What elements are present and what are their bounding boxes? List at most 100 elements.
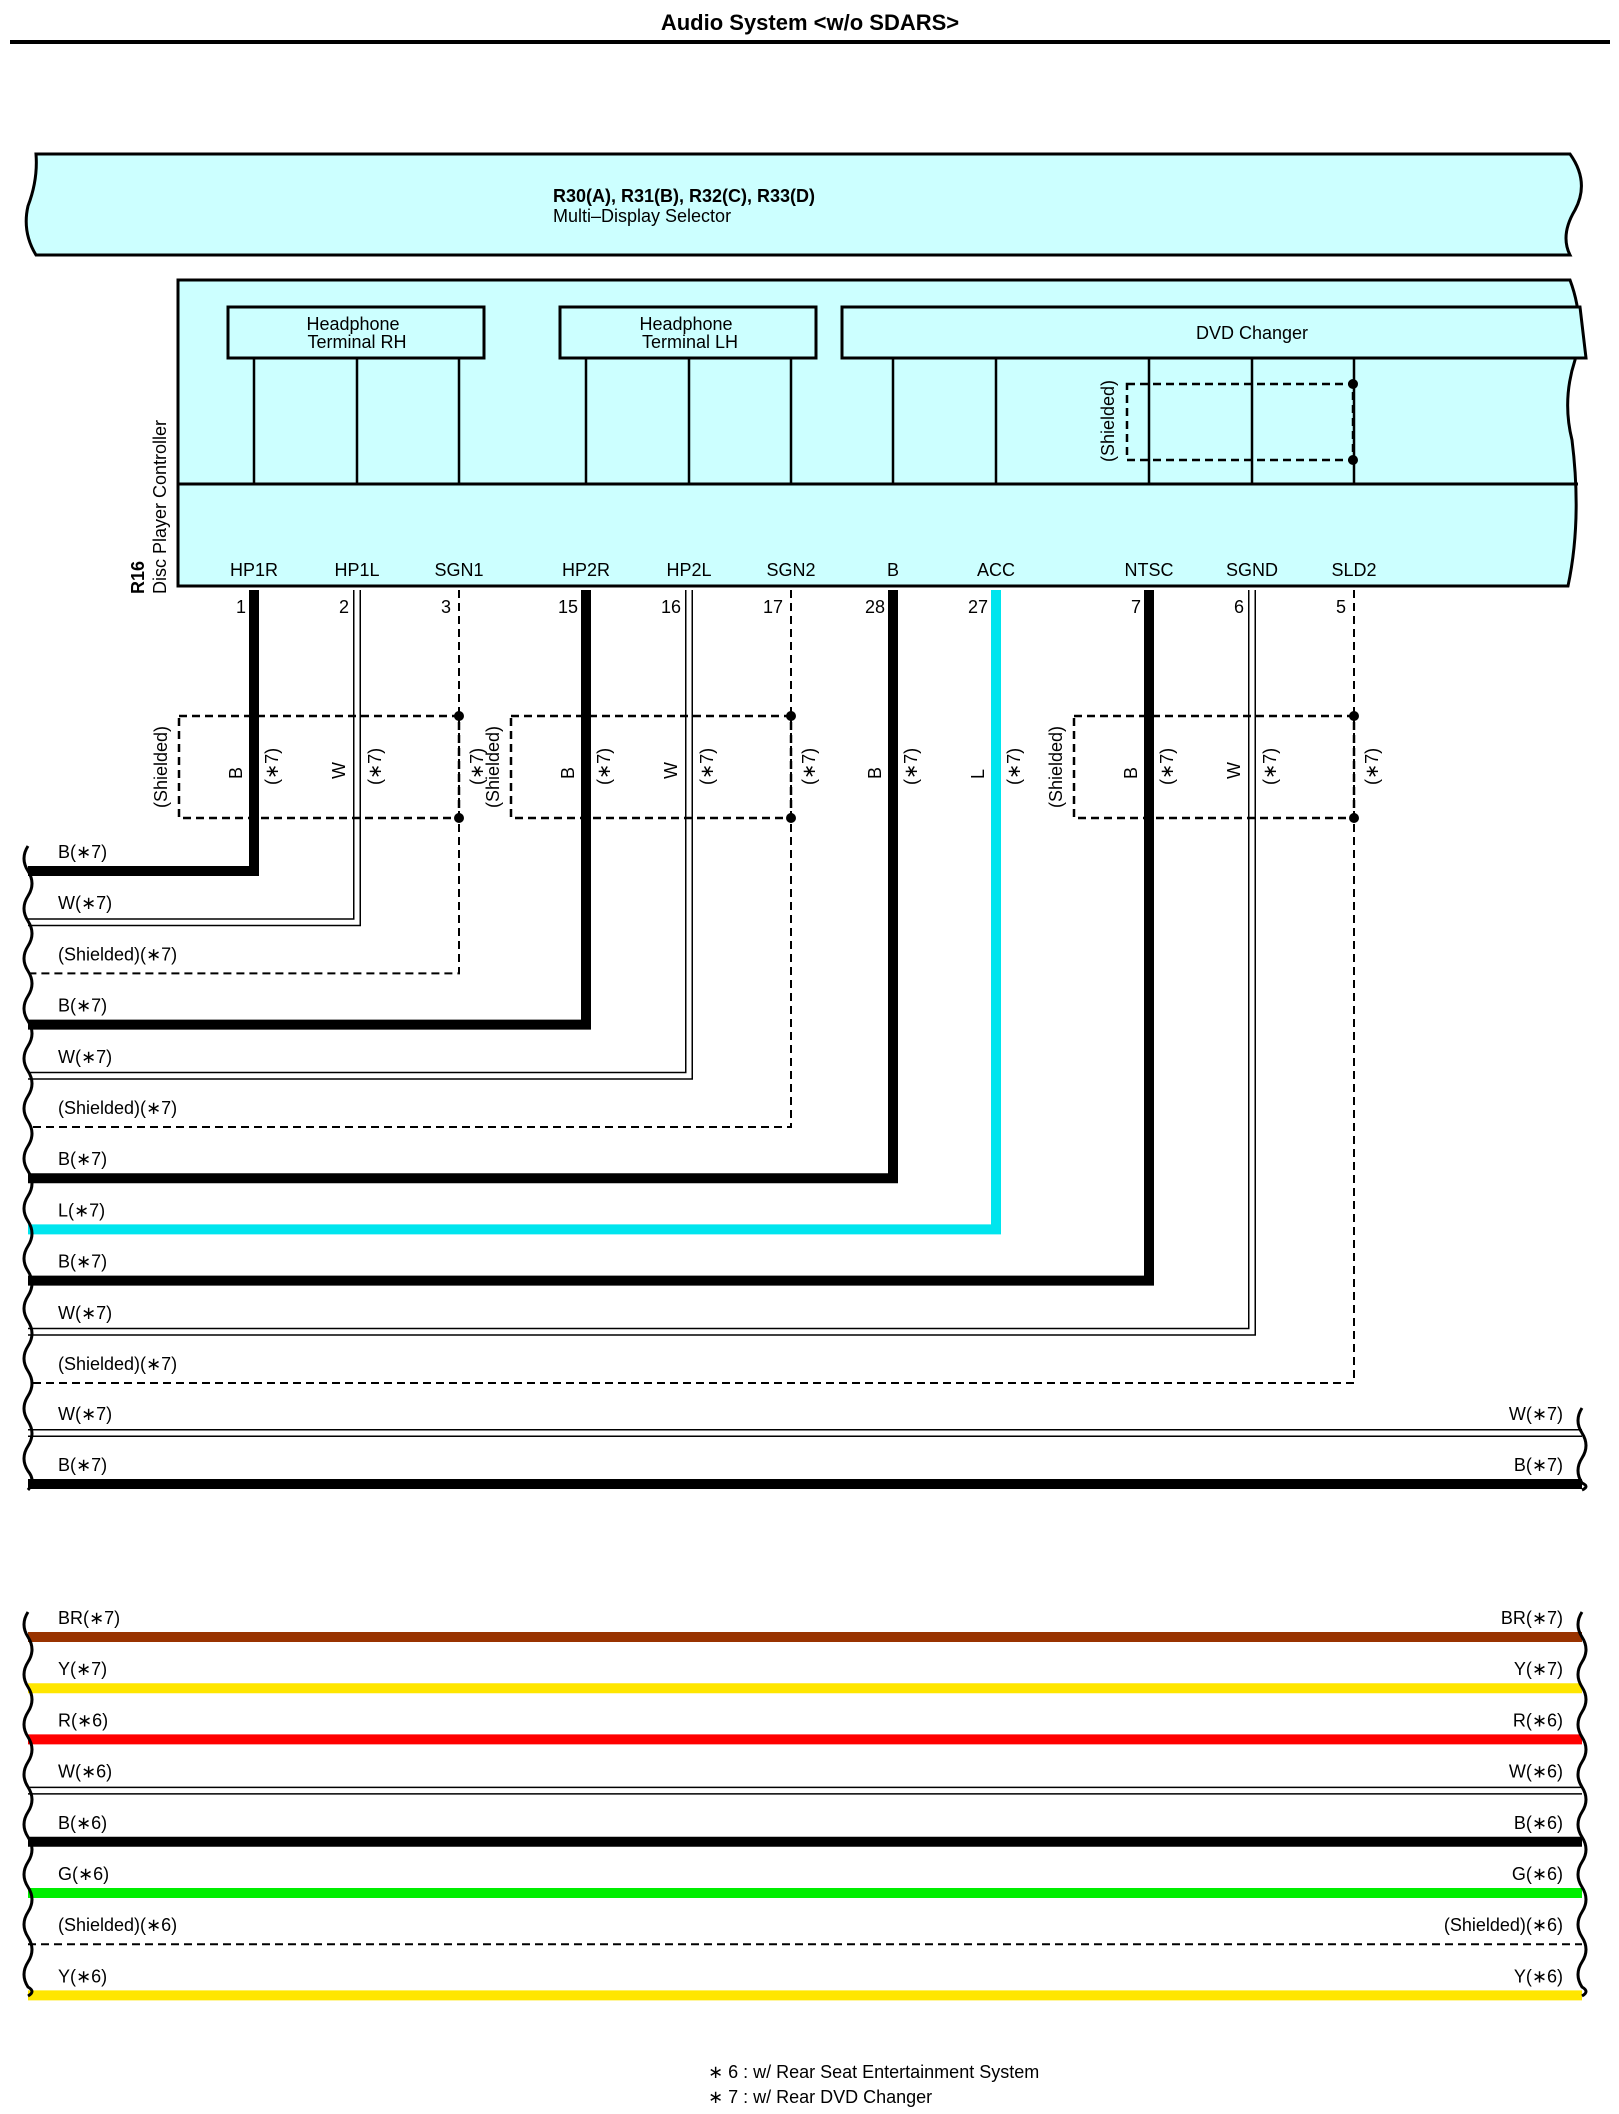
headphone-lh-label-2: Terminal LH [642, 332, 738, 352]
wire-5 [28, 590, 692, 1079]
wire-label-3: (Shielded)(∗7) [58, 944, 177, 964]
wire-1 [28, 590, 259, 876]
dvd-shield-label: (Shielded) [1098, 380, 1118, 462]
wire-label-1: B(∗7) [58, 842, 107, 862]
wire-label-2: W(∗7) [58, 893, 112, 913]
pin-number-28: 28 [865, 597, 885, 617]
shield-group-dot-bottom-3 [1349, 813, 1359, 823]
pin-wire-note-sld2: (∗7) [1362, 748, 1382, 785]
wire-label-6: (Shielded)(∗7) [58, 1098, 177, 1118]
pin-wire-color-hp1r: B [226, 767, 246, 779]
through-wire-label-right-2: B(∗7) [1514, 1455, 1563, 1475]
pin-number-15: 15 [558, 597, 578, 617]
lower-wire-label-right-5: B(∗6) [1514, 1813, 1563, 1833]
note-6: ∗ 6 : w/ Rear Seat Entertainment System [708, 2062, 1039, 2082]
pin-wire-color-ntsc: B [1121, 767, 1141, 779]
wire-8 [28, 590, 1001, 1235]
wire-label-9: B(∗7) [58, 1252, 107, 1272]
lower-wire-label-right-6: G(∗6) [1512, 1864, 1563, 1884]
pin-number-3: 3 [441, 597, 451, 617]
wire-4 [28, 590, 591, 1030]
pin-number-5: 5 [1336, 597, 1346, 617]
pin-name-sgn1: SGN1 [434, 560, 483, 580]
pin-wire-color-hp2l: W [661, 762, 681, 779]
pin-name-hp1l: HP1L [334, 560, 379, 580]
wire-label-4: B(∗7) [58, 996, 107, 1016]
dvd-changer-label: DVD Changer [1196, 323, 1308, 343]
page-title: Audio System <w/o SDARS> [661, 10, 959, 35]
headphone-rh-label-2: Terminal RH [307, 332, 406, 352]
lower-wire-label-left-1: BR(∗7) [58, 1608, 120, 1628]
pin-wire-note-sgn1: (∗7) [467, 748, 487, 785]
pin-labels: HP1R1HP1L2SGN13HP2R15HP2L16SGN217B28ACC2… [230, 560, 1377, 617]
pin-wire-note-hp2r: (∗7) [594, 748, 614, 785]
wire-label-8: L(∗7) [58, 1200, 105, 1220]
pin-name-b: B [887, 560, 899, 580]
pin-name-sgn2: SGN2 [766, 560, 815, 580]
controller-name: Disc Player Controller [150, 420, 170, 594]
shield-group-dot-top-3 [1349, 711, 1359, 721]
pin-number-6: 6 [1234, 597, 1244, 617]
pin-number-2: 2 [339, 597, 349, 617]
pin-wire-color-hp1l: W [329, 762, 349, 779]
pin-wire-note-hp2l: (∗7) [697, 748, 717, 785]
headphone-lh-block [558, 305, 818, 360]
wires [28, 590, 1582, 2001]
wire-label-7: B(∗7) [58, 1149, 107, 1169]
shield-group-box-1 [177, 714, 461, 820]
wire-6 [28, 590, 792, 1128]
through-wire-label-right-1: W(∗7) [1509, 1404, 1563, 1424]
through-wire-label-left-1: W(∗7) [58, 1404, 112, 1424]
shield-group-box-2 [509, 714, 793, 820]
lower-wire-label-left-8: Y(∗6) [58, 1966, 107, 1986]
pin-wire-color-hp2r: B [558, 767, 578, 779]
pin-name-sld2: SLD2 [1331, 560, 1376, 580]
pin-wire-note-hp1l: (∗7) [365, 748, 385, 785]
pin-name-acc: ACC [977, 560, 1015, 580]
group-shields: (Shielded)(Shielded)(Shielded) [151, 711, 1359, 823]
left-break-lower [22, 1611, 34, 1998]
lower-wire-label-left-2: Y(∗7) [58, 1659, 107, 1679]
pin-wire-note-ntsc: (∗7) [1157, 748, 1177, 785]
wire-label-5: W(∗7) [58, 1047, 112, 1067]
pin-name-hp1r: HP1R [230, 560, 278, 580]
wire-11 [28, 590, 1355, 1384]
lower-wire-label-right-4: W(∗6) [1509, 1762, 1563, 1782]
pin-name-hp2l: HP2L [666, 560, 711, 580]
lower-wire-label-left-4: W(∗6) [58, 1762, 112, 1782]
note-7: ∗ 7 : w/ Rear DVD Changer [708, 2087, 932, 2107]
lower-wire-label-right-8: Y(∗6) [1514, 1966, 1563, 1986]
pin-wire-note-sgn2: (∗7) [799, 748, 819, 785]
pin-wire-note-sgnd: (∗7) [1260, 748, 1280, 785]
shield-group-dot-top-1 [454, 711, 464, 721]
shield-group-label-2: (Shielded) [483, 726, 503, 808]
pin-wire-color-b: B [865, 767, 885, 779]
selector-name: Multi–Display Selector [553, 206, 731, 226]
pin-name-ntsc: NTSC [1125, 560, 1174, 580]
selector-connector-ids: R30(A), R31(B), R32(C), R33(D) [553, 186, 815, 206]
headphone-rh-label-1: Headphone [306, 314, 399, 334]
shield-group-label-1: (Shielded) [151, 726, 171, 808]
right-break-upper [1576, 1407, 1588, 1492]
lower-wire-label-left-5: B(∗6) [58, 1813, 107, 1833]
pin-wire-color-sgnd: W [1224, 762, 1244, 779]
left-edge-break [22, 845, 1588, 1998]
headphone-rh-block [226, 305, 486, 360]
lower-wire-label-right-2: Y(∗7) [1514, 1659, 1563, 1679]
lower-wire-label-right-3: R(∗6) [1513, 1710, 1563, 1730]
pin-wire-note-acc: (∗7) [1004, 748, 1024, 785]
wire-label-11: (Shielded)(∗7) [58, 1354, 177, 1374]
wire-2 [28, 590, 360, 925]
lower-wire-label-left-7: (Shielded)(∗6) [58, 1915, 177, 1935]
through-wire-label-left-2: B(∗7) [58, 1455, 107, 1475]
left-break-upper [22, 845, 34, 1491]
shield-group-dot-top-2 [786, 711, 796, 721]
right-break-lower [1576, 1611, 1588, 1998]
wire-labels: B(∗7)W(∗7)(∗7)B(∗7)W(∗7)(∗7)B(∗7)L(∗7)B(… [58, 748, 1563, 1986]
wire-10 [28, 590, 1255, 1335]
pin-name-sgnd: SGND [1226, 560, 1278, 580]
pin-name-hp2r: HP2R [562, 560, 610, 580]
pin-number-17: 17 [763, 597, 783, 617]
multi-display-selector-box [24, 152, 1583, 257]
